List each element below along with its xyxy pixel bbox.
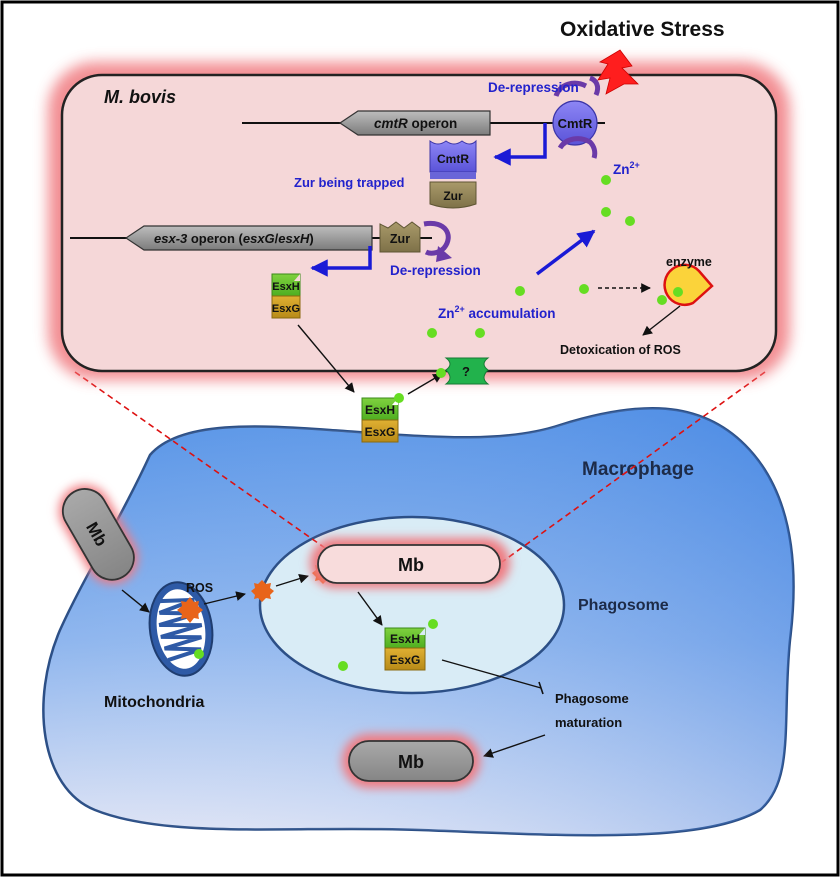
mb-bottom-label: Mb <box>398 752 424 772</box>
enzyme-label: enzyme <box>666 255 712 269</box>
esxg-outer-label: EsxG <box>365 425 396 439</box>
zur-protein <box>379 221 421 253</box>
transporter-label: ? <box>462 364 470 379</box>
esx-to-transporter-arrow <box>407 373 443 395</box>
esxh-esxg-complex-outer <box>361 397 399 443</box>
esx-secretion-arrow <box>297 324 355 393</box>
detox-label: Detoxication of ROS <box>560 343 681 357</box>
mitochondria-label: Mitochondria <box>104 694 205 711</box>
mb-to-mitochondria-arrow <box>121 589 150 613</box>
ros-label: ROS <box>186 581 213 595</box>
ros-icon <box>177 597 203 623</box>
ros-icon <box>251 580 274 602</box>
ros-arrow-1 <box>203 591 246 605</box>
zn-dot <box>428 619 438 629</box>
zn-dot <box>601 207 611 217</box>
zn-dot <box>338 661 348 671</box>
de-repression-curved-arrow-top <box>553 80 588 98</box>
m-bovis-cell <box>60 73 778 373</box>
esxh-esxg-complex-phagosome <box>384 627 426 671</box>
esxg-phagosome-label: EsxG <box>390 653 421 667</box>
zur-de-repression-arrow <box>423 220 451 256</box>
phagosome-label: Phagosome <box>578 597 669 614</box>
zn-dot <box>436 368 446 378</box>
zn-dot <box>394 393 404 403</box>
zn-dot <box>601 175 611 185</box>
de-repression-top-label: De-repression <box>488 80 579 95</box>
mb-phagosome-rod <box>317 544 501 584</box>
maturation-to-mb-arrow <box>483 734 546 758</box>
cmtr-operon-label: cmtR operon <box>374 116 457 131</box>
zn-dot <box>673 287 683 297</box>
zn-label: Zn2+ <box>613 160 640 177</box>
esx3-operon-label: esx-3 operon (esxG/esxH) <box>154 231 314 246</box>
maturation-line1: Phagosome <box>555 691 629 706</box>
inhibition-line <box>441 659 542 689</box>
oxidative-stress-label: Oxidative Stress <box>560 18 725 41</box>
esxh-phagosome-label: EsxH <box>390 632 420 646</box>
maturation-line2: maturation <box>555 715 622 730</box>
mb-rod-left <box>58 484 138 584</box>
zn-dot <box>579 284 589 294</box>
enzyme-to-detox-arrow <box>642 305 681 336</box>
zoom-line-left <box>74 371 326 549</box>
cmtr-to-complex-arrow <box>493 123 547 166</box>
lightning-icon <box>597 49 639 95</box>
ros-arrow-2 <box>275 573 309 587</box>
complex-zur-label: Zur <box>443 189 463 203</box>
mb-phagosome-label: Mb <box>398 555 424 575</box>
de-repression-mid-label: De-repression <box>390 263 481 278</box>
m-bovis-label: M. bovis <box>104 87 176 107</box>
zn-dot <box>194 649 204 659</box>
zn-dot <box>427 328 437 338</box>
zur-protein-label: Zur <box>390 232 410 246</box>
zn-accumulation-arrow <box>535 229 596 276</box>
mb-bottom-rod <box>348 740 474 782</box>
zn-dot <box>475 328 485 338</box>
esx3-operon-gene <box>124 225 373 251</box>
de-repression-curved-arrow-bottom <box>557 136 598 159</box>
zinc-ions <box>394 175 683 403</box>
zn-dot <box>657 295 667 305</box>
esxh-esxg-complex-inner <box>271 273 301 319</box>
mb-to-esx-arrow <box>357 591 383 626</box>
complex-cmtr-label: CmtR <box>437 152 469 166</box>
cmtr-zur-complex <box>429 139 477 209</box>
cmtr-protein <box>552 100 598 146</box>
zn-dot <box>625 216 635 226</box>
esxh-inner-label: EsxH <box>272 281 300 293</box>
cmtr-operon-gene <box>338 110 491 136</box>
zn-accumulation-label: Zn2+ accumulation <box>438 304 556 321</box>
zur-trapped-label: Zur being trapped <box>294 175 405 190</box>
zoom-line-right <box>501 371 766 563</box>
cmtr-protein-label: CmtR <box>558 116 593 131</box>
esxh-outer-label: EsxH <box>365 403 395 417</box>
macrophage-label: Macrophage <box>582 459 694 480</box>
esxg-inner-label: EsxG <box>272 303 300 315</box>
zn-dot <box>515 286 525 296</box>
zur-to-esx-arrow <box>310 246 372 277</box>
zn-transporter <box>444 357 490 385</box>
